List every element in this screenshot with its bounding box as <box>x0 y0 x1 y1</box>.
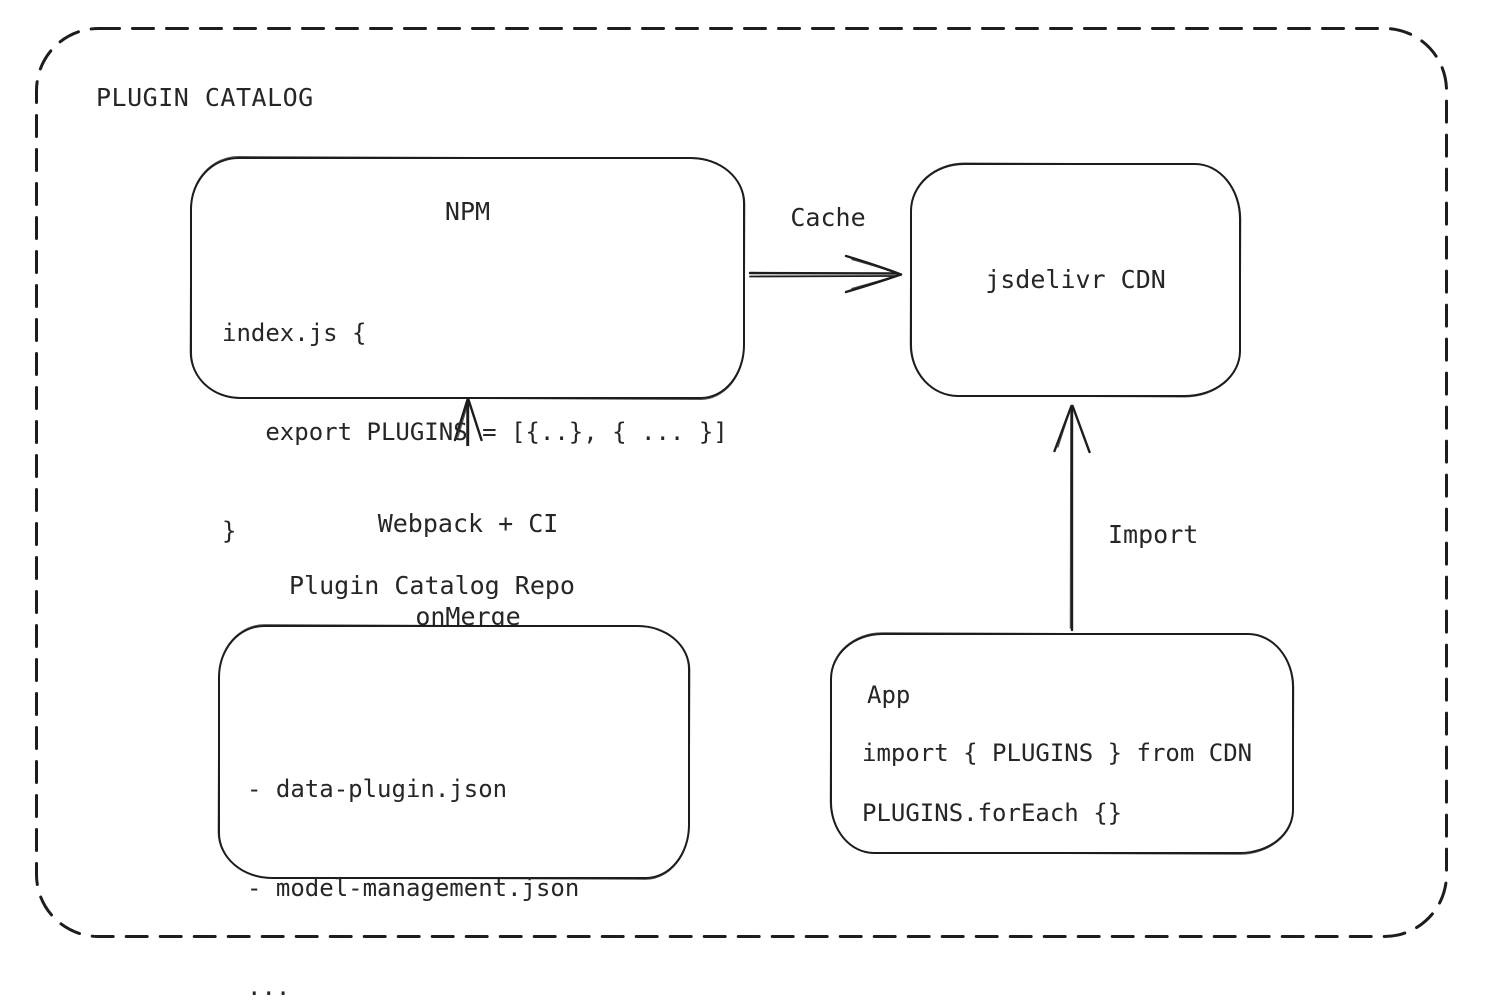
npm-node-title: NPM <box>444 197 491 226</box>
npm-code-line: } <box>222 517 237 545</box>
repo-file-item: - data-plugin.json <box>247 775 508 803</box>
cdn-node-label: jsdelivr CDN <box>985 265 1166 294</box>
npm-code-block: index.js { export PLUGINS = [{..}, { ...… <box>222 251 728 614</box>
app-code-line: PLUGINS.forEach {} <box>862 799 1123 827</box>
app-code-line: import { PLUGINS } from CDN <box>862 739 1253 767</box>
npm-code-line: index.js { <box>222 319 367 347</box>
repo-file-item: ... <box>247 973 291 1001</box>
plugin-catalog-repo-node: - data-plugin.json - model-management.js… <box>218 625 690 1001</box>
import-arrow <box>1053 404 1091 632</box>
webpack-ci-arrow-label-line1: Webpack + CI <box>377 509 559 538</box>
npm-node: NPM index.js { export PLUGINS = [{..}, {… <box>190 157 745 545</box>
app-node: App import { PLUGINS } from CDN PLUGINS.… <box>830 633 1294 854</box>
import-arrow-label: Import <box>1108 520 1199 549</box>
npm-code-line: export PLUGINS = [{..}, { ... }] <box>222 418 728 446</box>
cache-arrow <box>748 254 903 294</box>
cache-arrow-label: Cache <box>790 203 866 232</box>
diagram-title: PLUGIN CATALOG <box>96 83 314 112</box>
repo-file-list: - data-plugin.json - model-management.js… <box>247 707 579 1002</box>
cdn-node: jsdelivr CDN <box>910 163 1241 397</box>
repo-node-label: Plugin Catalog Repo <box>289 571 575 600</box>
app-node-title: App <box>867 681 911 709</box>
repo-file-item: - model-management.json <box>247 874 580 902</box>
